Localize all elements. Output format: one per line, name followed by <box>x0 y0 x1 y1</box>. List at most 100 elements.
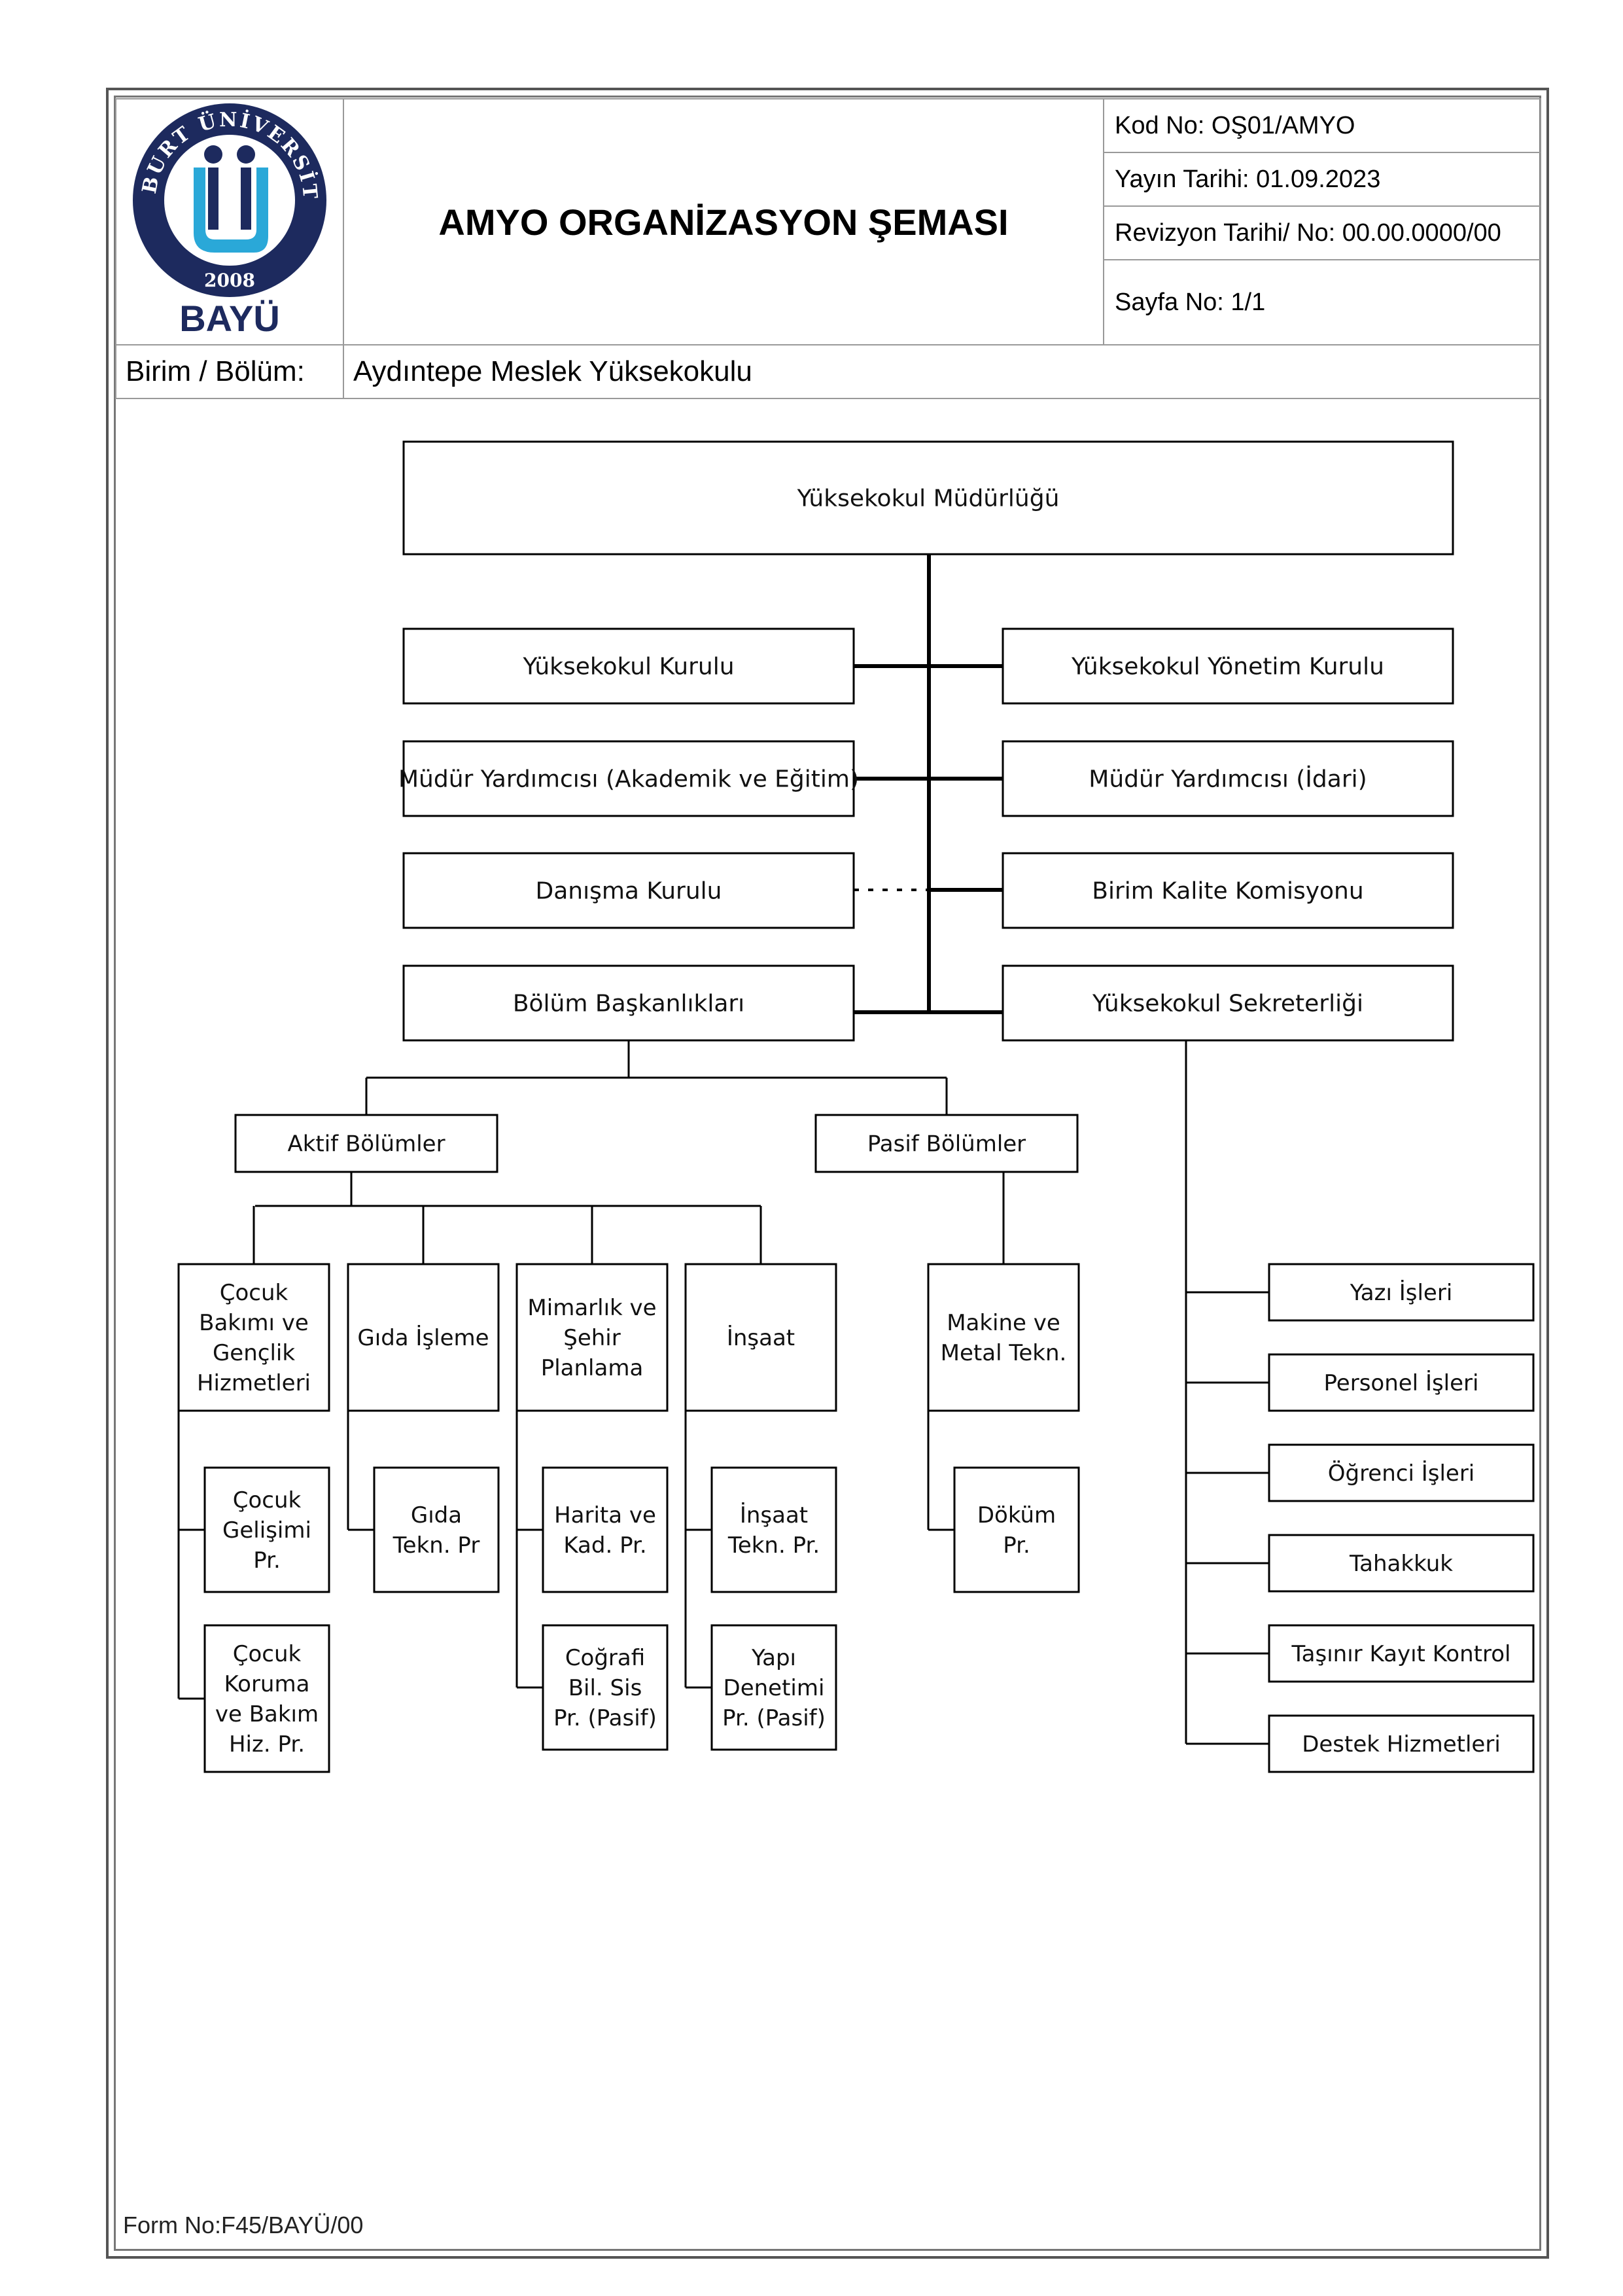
box-yuksekokul-kurulu-frame <box>402 627 855 705</box>
box-secretariat-unit-1-frame <box>1268 1353 1535 1412</box>
box-yuksekokul-kurulu: Yüksekokul Kurulu <box>402 627 855 705</box>
box-bolum-baskanliklari: Bölüm Başkanlıkları <box>402 964 855 1042</box>
box-program-0-0-frame <box>203 1466 330 1593</box>
box-department-0-label: Çocuk <box>220 1280 288 1306</box>
page-frame-inner <box>114 96 1541 2251</box>
box-program-2-1-label: Coğrafi <box>565 1645 645 1671</box>
box-program-0-1-label: ve Bakım <box>215 1701 319 1727</box>
box-secretariat-unit-3: Tahakkuk <box>1268 1534 1535 1593</box>
box-secretariat-unit-5-label: Destek Hizmetleri <box>1302 1731 1501 1757</box>
box-danisma-kurulu: Danışma Kurulu <box>402 852 855 929</box>
box-mudur-yrd-akademik-label: Müdür Yardımcısı (Akademik ve Eğitim) <box>398 766 859 793</box>
sayfa-no: Sayfa No: 1/1 <box>1103 259 1541 345</box>
box-sekreterlik-frame <box>1002 964 1454 1042</box>
box-aktif-bolumler-label: Aktif Bölümler <box>287 1131 445 1157</box>
box-kalite-komisyonu: Birim Kalite Komisyonu <box>1002 852 1454 929</box>
box-mudurluk-label: Yüksekokul Müdürlüğü <box>797 486 1060 512</box>
box-program-2-1-frame <box>542 1624 669 1751</box>
box-department-0-label: Gençlik <box>213 1340 295 1366</box>
box-program-3-1-label: Pr. (Pasif) <box>722 1705 826 1731</box>
box-department-0-label: Bakımı ve <box>199 1310 309 1336</box>
logo-cell: BAYBURT ÜNİVERSİTESİ 2008 BAYÜ <box>115 98 344 345</box>
box-department-0-label: Hizmetleri <box>197 1370 311 1396</box>
box-secretariat-unit-3-frame <box>1268 1534 1535 1593</box>
form-number: Form No:F45/BAYÜ/00 <box>123 2212 364 2238</box>
box-program-2-0-frame <box>542 1466 669 1593</box>
revizyon-no: Revizyon Tarihi/ No: 00.00.0000/00 <box>1103 205 1541 260</box>
box-secretariat-unit-0-frame <box>1268 1263 1535 1322</box>
kod-no: Kod No: OŞ01/AMYO <box>1103 98 1541 153</box>
box-department-4-frame <box>927 1263 1080 1412</box>
box-program-3-0-label: İnşaat <box>740 1502 808 1528</box>
box-department-3-frame <box>684 1263 837 1412</box>
document-header: BAYBURT ÜNİVERSİTESİ 2008 BAYÜ AMYO ORGA… <box>115 98 1541 399</box>
university-logo-icon: BAYBURT ÜNİVERSİTESİ 2008 <box>116 102 326 297</box>
box-program-3-0-label: Tekn. Pr. <box>727 1532 820 1559</box>
box-secretariat-unit-2-frame <box>1268 1443 1535 1502</box>
box-secretariat-unit-4-frame <box>1268 1624 1535 1683</box>
box-program-4-0-label: Döküm <box>977 1502 1056 1528</box>
box-department-3: İnşaat <box>684 1263 837 1412</box>
box-pasif-bolumler: Pasif Bölümler <box>814 1114 1079 1173</box>
box-mudur-yrd-idari: Müdür Yardımcısı (İdari) <box>1002 740 1454 817</box>
box-yonetim-kurulu-label: Yüksekokul Yönetim Kurulu <box>1071 654 1384 680</box>
box-kalite-komisyonu-frame <box>1002 852 1454 929</box>
box-danisma-kurulu-frame <box>402 852 855 929</box>
box-program-1-0-frame <box>373 1466 500 1593</box>
box-program-3-1-frame <box>710 1624 837 1751</box>
birim-label: Birim / Bölüm: <box>115 344 344 399</box>
box-sekreterlik-label: Yüksekokul Sekreterliği <box>1092 991 1363 1017</box>
box-yonetim-kurulu-frame <box>1002 627 1454 705</box>
box-program-0-1-label: Koruma <box>224 1671 310 1697</box>
box-secretariat-unit-2: Öğrenci İşleri <box>1268 1443 1535 1502</box>
box-mudur-yrd-akademik: Müdür Yardımcısı (Akademik ve Eğitim) <box>398 740 859 817</box>
box-program-3-1-label: Yapı <box>751 1645 796 1671</box>
connector-lines <box>177 554 1269 1745</box>
box-program-1-0-label: Gıda <box>411 1502 462 1528</box>
box-program-0-0-label: Pr. <box>253 1547 281 1574</box>
box-secretariat-unit-4: Taşınır Kayıt Kontrol <box>1268 1624 1535 1683</box>
box-program-0-1-label: Hiz. Pr. <box>229 1731 305 1757</box>
box-mudurluk-frame <box>402 440 1454 556</box>
box-department-2-label: Planlama <box>541 1355 644 1381</box>
box-kalite-komisyonu-label: Birim Kalite Komisyonu <box>1092 878 1363 905</box>
box-program-2-0-label: Harita ve <box>554 1502 656 1528</box>
box-secretariat-unit-2-label: Öğrenci İşleri <box>1328 1460 1475 1487</box>
box-department-4-label: Metal Tekn. <box>941 1340 1067 1366</box>
birim-value: Aydıntepe Meslek Yüksekokulu <box>343 344 1541 399</box>
box-department-1-frame <box>347 1263 500 1412</box>
page-frame-outer <box>106 88 1549 2259</box>
box-program-1-0-label: Tekn. Pr <box>393 1532 480 1559</box>
box-program-0-1-frame <box>203 1624 330 1773</box>
box-department-3-label: İnşaat <box>727 1325 795 1351</box>
box-secretariat-unit-0: Yazı İşleri <box>1268 1263 1535 1322</box>
box-program-0-0-label: Gelişimi <box>222 1517 311 1544</box>
box-pasif-bolumler-label: Pasif Bölümler <box>867 1131 1026 1157</box>
box-mudurluk: Yüksekokul Müdürlüğü <box>402 440 1454 556</box>
yayin-tarihi: Yayın Tarihi: 01.09.2023 <box>1103 152 1541 207</box>
box-program-2-1-label: Bil. Sis <box>568 1675 642 1701</box>
box-program-2-1-label: Pr. (Pasif) <box>553 1705 657 1731</box>
logo-label: BAYÜ <box>179 298 280 339</box>
box-department-1: Gıda İşleme <box>347 1263 500 1412</box>
box-aktif-bolumler: Aktif Bölümler <box>234 1114 498 1173</box>
box-secretariat-unit-1: Personel İşleri <box>1268 1353 1535 1412</box>
box-department-1-label: Gıda İşleme <box>357 1325 489 1351</box>
box-program-0-1-label: Çocuk <box>233 1641 302 1667</box>
box-mudur-yrd-akademik-frame <box>402 740 855 817</box>
box-secretariat-unit-5-frame <box>1268 1714 1535 1773</box>
box-yuksekokul-kurulu-label: Yüksekokul Kurulu <box>522 654 734 680</box>
box-danisma-kurulu-label: Danışma Kurulu <box>536 878 722 905</box>
box-secretariat-unit-1-label: Personel İşleri <box>1324 1370 1479 1396</box>
